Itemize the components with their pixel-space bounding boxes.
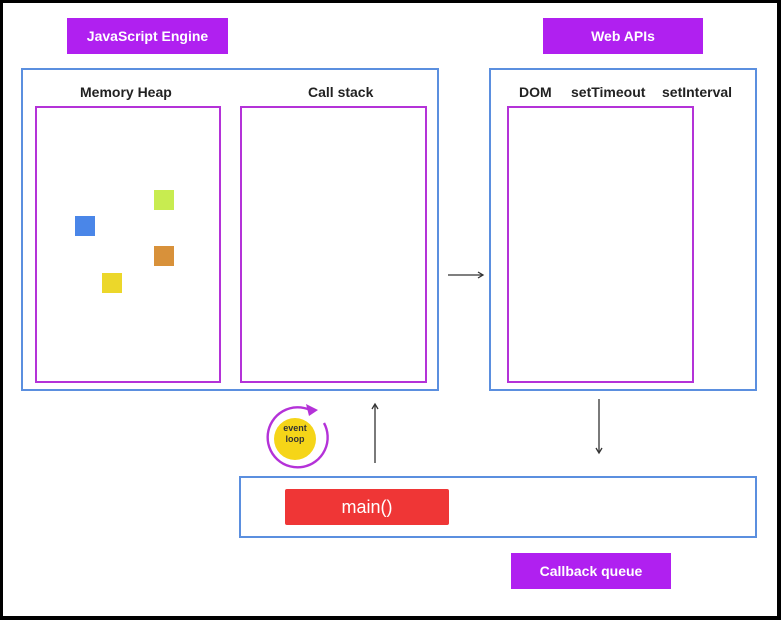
call-stack-box <box>240 106 427 383</box>
web-apis-box <box>507 106 694 383</box>
callback-queue-tag: Callback queue <box>511 553 671 589</box>
event-loop-text-line2: loop <box>285 434 305 444</box>
up-arrow <box>371 402 379 463</box>
heap-object <box>154 190 174 210</box>
web-apis-container <box>489 68 757 391</box>
heap-object <box>154 246 174 266</box>
queued-function-main: main() <box>285 489 449 525</box>
web-api-settimeout-label: setTimeout <box>571 84 646 100</box>
down-arrow <box>595 399 603 455</box>
web-api-dom-label: DOM <box>519 84 552 100</box>
web-api-setinterval-label: setInterval <box>662 84 733 100</box>
callback-queue-container <box>239 476 757 538</box>
call-stack-label: Call stack <box>308 84 374 100</box>
web-apis-tag: Web APIs <box>543 18 703 54</box>
heap-object <box>102 273 122 293</box>
right-arrow <box>448 271 485 279</box>
event-loop-text-line1: event <box>283 423 307 433</box>
event-loop-label: event loop <box>276 423 314 445</box>
memory-heap-label: Memory Heap <box>80 84 172 100</box>
heap-object <box>75 216 95 236</box>
diagram-canvas: JavaScript Engine Memory Heap Call stack… <box>3 3 777 616</box>
javascript-engine-container <box>21 68 439 391</box>
javascript-engine-tag: JavaScript Engine <box>67 18 228 54</box>
memory-heap-box <box>35 106 221 383</box>
event-loop-icon <box>266 404 329 469</box>
